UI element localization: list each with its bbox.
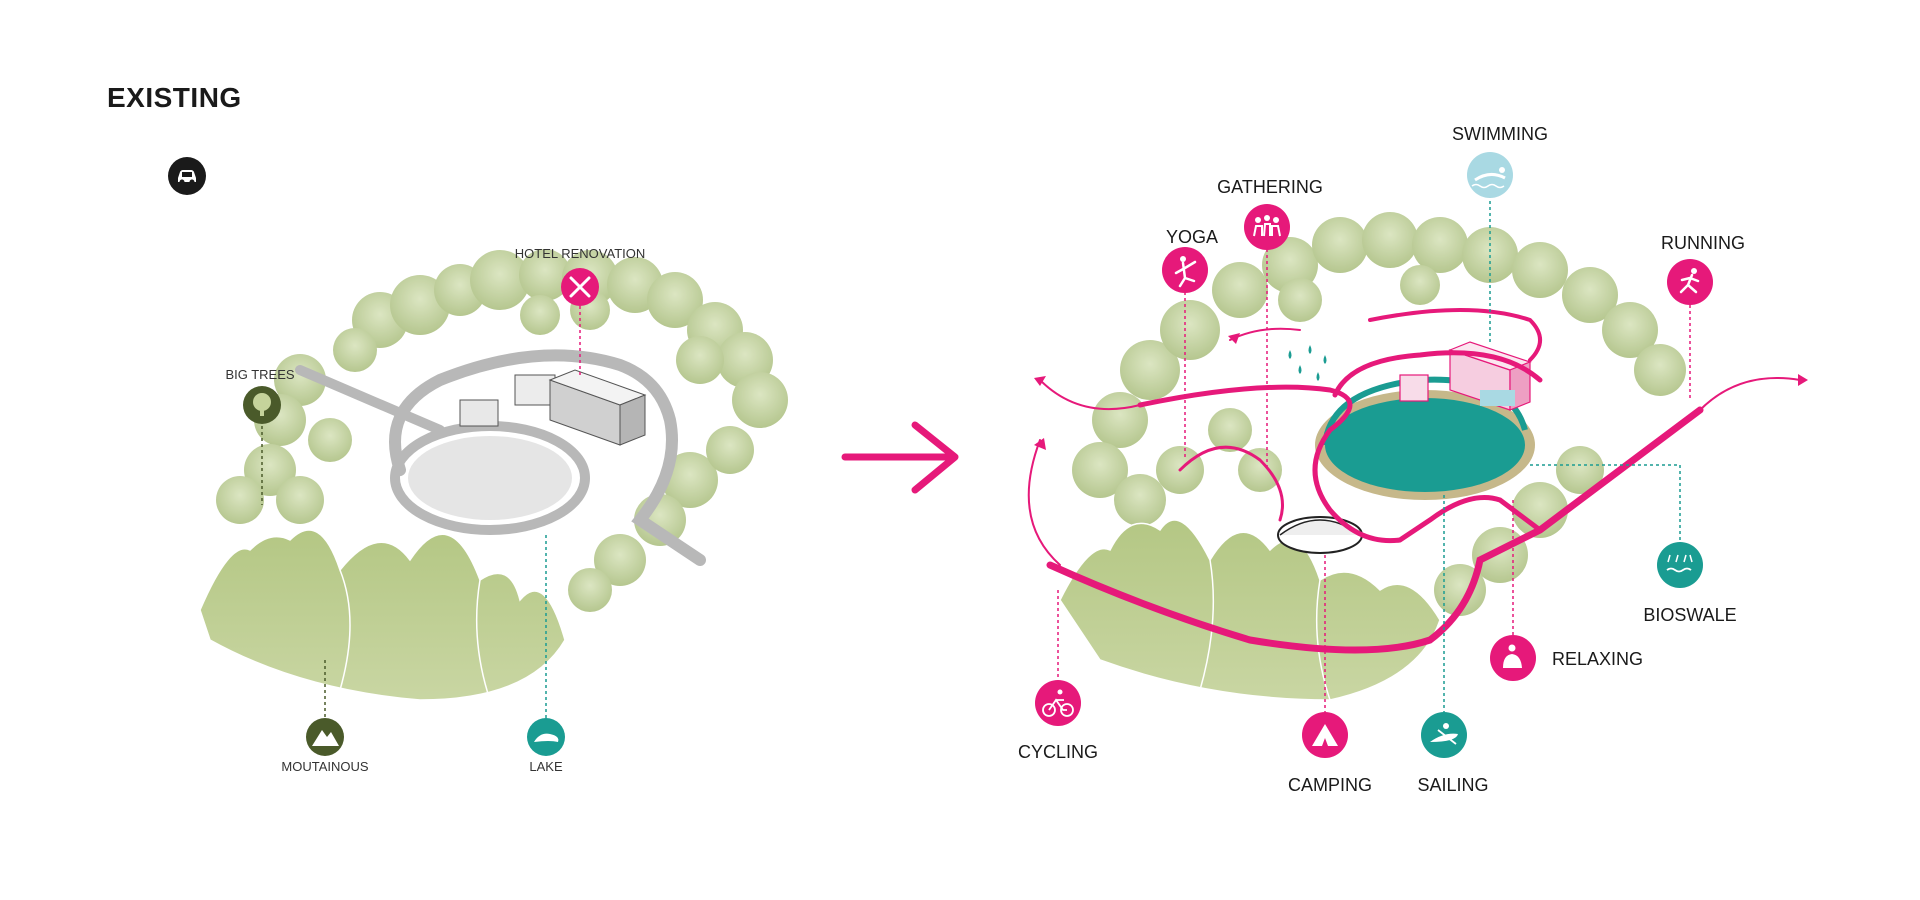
running-icon — [1667, 259, 1713, 305]
proposed-site — [1027, 152, 1808, 758]
label-bioswale: BIOSWALE — [1643, 605, 1737, 625]
proposed-paths — [1027, 308, 1801, 654]
gathering-icon — [1244, 204, 1290, 250]
label-swimming: SWIMMING — [1452, 124, 1548, 144]
label-camping: CAMPING — [1287, 775, 1373, 795]
label-cycling: CYCLING — [1017, 742, 1099, 762]
sailing-icon — [1421, 712, 1467, 758]
existing-leaders — [261, 300, 581, 720]
proposed-mountains — [1059, 519, 1441, 701]
label-sailing: SAILING — [1417, 775, 1489, 795]
existing-mountains — [199, 529, 566, 701]
label-hotel-renovation: HOTEL RENOVATION — [514, 246, 646, 261]
hotel-renovation-icon — [561, 268, 599, 306]
proposed-leaders — [1057, 195, 1691, 712]
label-mountainous: MOUTAINOUS — [281, 759, 369, 774]
existing-title: EXISTING — [107, 82, 242, 113]
camping-dome — [1277, 516, 1363, 554]
label-yoga: YOGA — [1165, 227, 1219, 247]
car-icon — [168, 157, 206, 195]
relaxing-icon — [1490, 635, 1536, 681]
lake-icon — [527, 718, 565, 756]
camping-icon — [1302, 712, 1348, 758]
bioswale-icon — [1657, 542, 1703, 588]
arrow-right-icon — [841, 421, 959, 494]
mountain-icon — [306, 718, 344, 756]
rain-drops — [1288, 345, 1327, 381]
label-running: RUNNING — [1661, 233, 1745, 253]
big-trees-icon — [243, 386, 281, 424]
existing-lake-area — [408, 436, 572, 520]
existing-trees — [216, 249, 788, 612]
path-arrowheads — [1034, 333, 1808, 450]
label-big-trees: BIG TREES — [225, 367, 295, 382]
label-lake: LAKE — [529, 759, 563, 774]
label-relaxing: RELAXING — [1552, 649, 1644, 669]
existing-site — [199, 249, 788, 756]
cycling-icon — [1035, 680, 1081, 726]
proposed-lake — [1325, 398, 1525, 492]
label-gathering: GATHERING — [1217, 177, 1323, 197]
swimming-icon — [1467, 152, 1513, 198]
existing-hotel — [459, 369, 647, 446]
yoga-icon — [1162, 247, 1208, 293]
